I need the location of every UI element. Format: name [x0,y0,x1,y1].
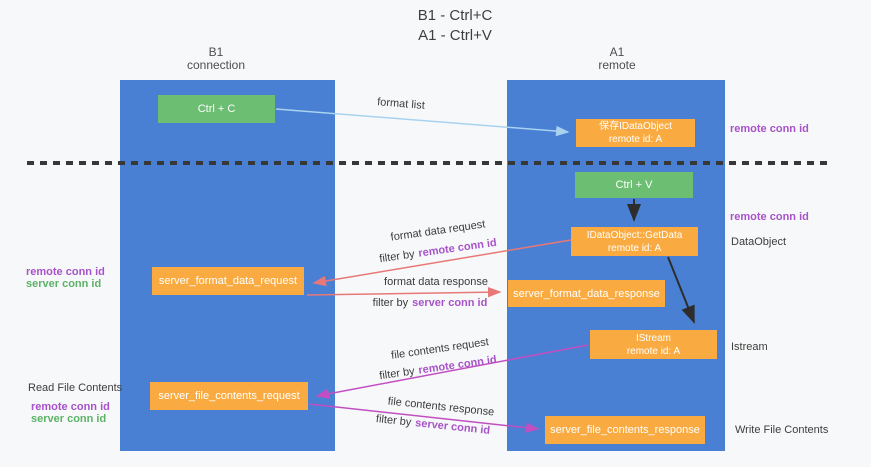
remote-conn-id-annotation-left-1: remote conn id [26,266,105,278]
server-file-contents-response-box: server_file_contents_response [545,416,705,444]
left-column-subtitle: connection [186,58,246,72]
filter-by-text: filter by [378,365,416,383]
istream-box: IStream remote id: A [590,330,717,359]
title-line-2: A1 - Ctrl+V [418,27,492,44]
format-list-text: format list [376,96,426,112]
diagram-title: B1 - Ctrl+C A1 - Ctrl+V [418,6,493,46]
filter-by-text: filter by [372,297,409,309]
server-conn-id-annotation-left-2: server conn id [31,413,107,425]
filter-by-text: filter by [378,248,416,266]
save-idataobject-line2: remote id: A [608,134,663,145]
server-conn-id-text: server conn id [414,417,491,437]
server-file-contents-response-label: server_file_contents_response [550,424,700,436]
remote-conn-id-text: remote conn id [417,236,498,260]
server-format-data-response-label: server_format_data_response [513,287,660,300]
server-conn-id-text: server conn id [412,297,488,309]
save-idataobject-box: 保存IDataObject remote id: A [576,119,695,147]
left-column-name: B1 [208,45,224,59]
right-column-name: A1 [609,45,625,59]
server-format-data-request-label: server_format_data_request [158,275,298,287]
format-list-label: format list [377,96,425,112]
format-data-response-arrow [306,286,502,298]
format-data-response-text: format data response [384,276,488,288]
phase-separator-dashed-line [27,161,831,165]
server-conn-id-annotation-left-1: server conn id [26,278,102,290]
istream-line1: IStream [635,332,671,344]
getdata-line2: remote id: A [607,242,662,254]
server-file-contents-request-label: server_file_contents_request [158,390,300,402]
istream-annotation: Istream [731,341,768,353]
istream-line2: remote id: A [626,345,681,357]
server-format-data-response-box: server_format_data_response [508,280,665,307]
left-column-header: B1 connection [187,46,245,72]
remote-conn-id-text: remote conn id [417,353,498,377]
getdata-box: IDataObject::GetData remote id: A [571,227,698,256]
format-data-response-label: format data response [384,276,488,288]
server-format-data-request-box: server_format_data_request [152,267,304,295]
dataobject-annotation: DataObject [731,236,787,248]
ctrl-v-action-box: Ctrl + V [575,172,693,198]
right-column-subtitle: remote [598,58,636,72]
title-line-1: B1 - Ctrl+C [417,7,493,24]
filter-by-text: filter by [375,413,412,429]
remote-conn-id-annotation-left-2: remote conn id [31,401,110,413]
getdata-line1: IDataObject::GetData [586,229,683,241]
remote-conn-id-annotation-mid: remote conn id [730,211,809,223]
right-column-header: A1 remote [598,46,635,72]
ctrl-v-label: Ctrl + V [615,179,653,191]
server-file-contents-request-box: server_file_contents_request [150,382,308,410]
ctrl-c-action-box: Ctrl + C [158,95,275,123]
write-file-contents-annotation: Write File Contents [735,424,829,436]
read-file-contents-annotation: Read File Contents [28,382,123,394]
save-idataobject-line1: 保存IDataObject [599,121,672,132]
remote-conn-id-annotation-top: remote conn id [730,123,809,135]
ctrl-c-label: Ctrl + C [197,103,236,115]
